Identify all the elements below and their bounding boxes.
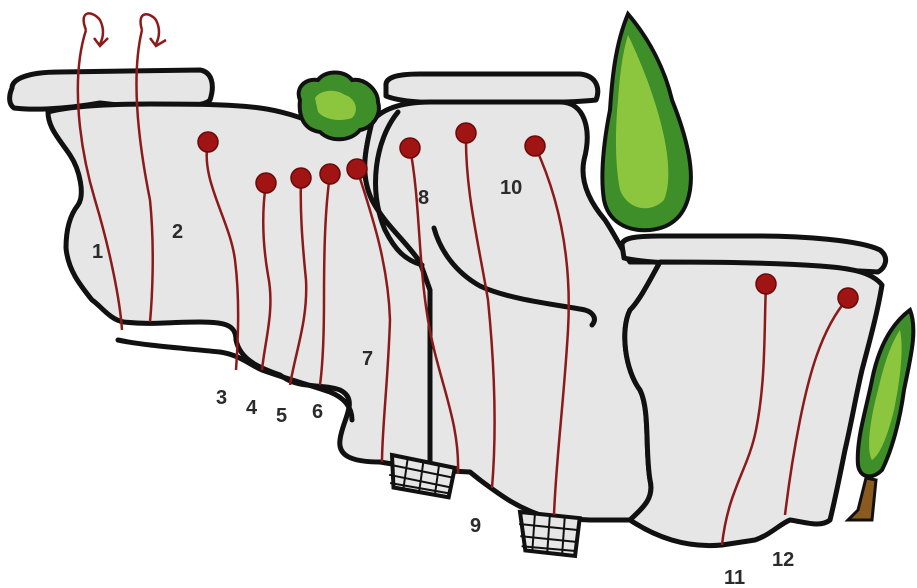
route-label-6: 6	[312, 401, 323, 423]
anchor-dot	[456, 123, 476, 143]
route-label-3: 3	[216, 387, 227, 409]
route-label-11: 11	[724, 567, 745, 588]
crash-pad-icon	[517, 512, 580, 556]
tree-trunk	[848, 478, 876, 520]
cypress-tree-large-icon	[602, 14, 691, 230]
lower-off-arrows	[84, 13, 166, 46]
route-label-9: 9	[470, 515, 481, 537]
route-label-5: 5	[276, 405, 287, 427]
rock-right-block	[622, 236, 886, 546]
anchor-dot	[400, 138, 420, 158]
shrub-icon	[299, 73, 379, 140]
anchor-dot	[291, 168, 311, 188]
route-label-2: 2	[172, 221, 183, 243]
route-label-8: 8	[418, 187, 429, 209]
anchor-dot	[347, 159, 367, 179]
anchor-dot	[756, 274, 776, 294]
route-label-12: 12	[772, 549, 794, 571]
route-label-1: 1	[92, 241, 103, 263]
top-ledge-middle	[386, 74, 598, 103]
route-label-4: 4	[246, 397, 258, 419]
anchor-dot	[525, 136, 545, 156]
route-label-10: 10	[500, 177, 522, 199]
lower-off-arrow-icon	[84, 13, 103, 44]
anchor-dot	[198, 132, 218, 152]
route-label-7: 7	[362, 348, 373, 370]
anchor-dot	[320, 164, 340, 184]
anchor-dot	[838, 288, 858, 308]
rock-left-block	[10, 70, 430, 470]
anchor-dot	[256, 173, 276, 193]
